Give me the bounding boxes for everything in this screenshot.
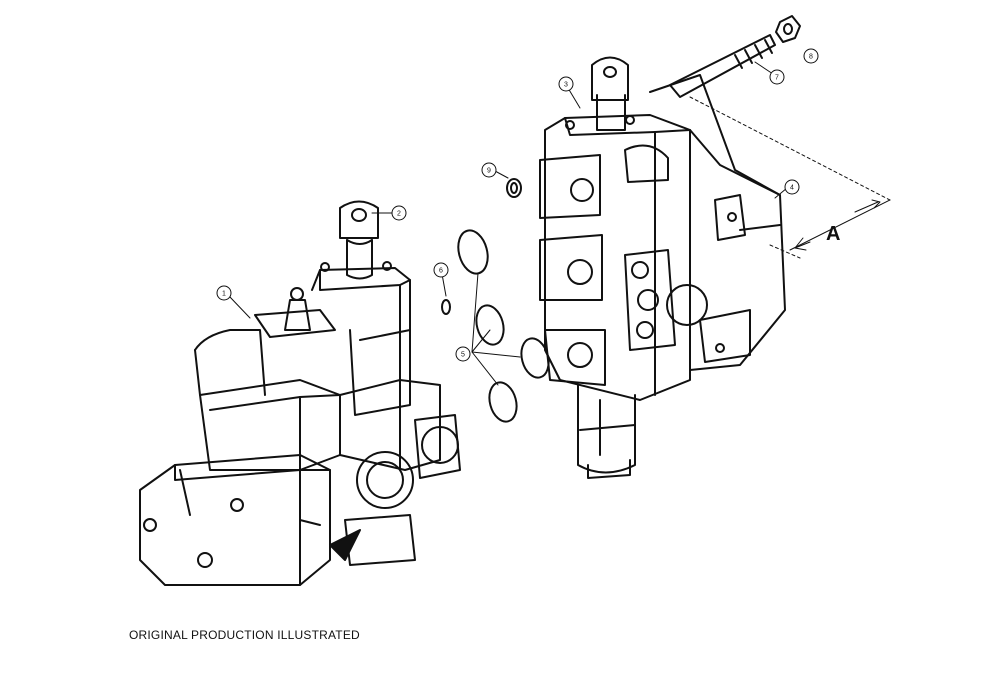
dimension-label-a: A xyxy=(826,223,840,245)
callout-3: 3 xyxy=(558,76,574,92)
callout-9: 9 xyxy=(481,162,497,178)
pump-body xyxy=(139,287,461,586)
callout-4: 4 xyxy=(784,179,800,195)
illustration-caption: ORIGINAL PRODUCTION ILLUSTRATED xyxy=(129,628,360,642)
callout-label: 1 xyxy=(222,291,226,298)
callout-7: 7 xyxy=(769,69,785,85)
small-seal-6 xyxy=(441,299,451,315)
tie-rod-assembly xyxy=(669,15,801,98)
hex-nut xyxy=(775,15,801,43)
dimension-lines xyxy=(689,96,891,259)
callout-label: 8 xyxy=(809,54,813,61)
callout-label: 6 xyxy=(439,268,443,275)
callout-label: 2 xyxy=(397,211,401,218)
callout-label: 7 xyxy=(775,75,779,82)
callout-leaders xyxy=(228,61,788,386)
callout-8: 8 xyxy=(803,48,819,64)
washer-9 xyxy=(506,178,522,198)
valve-section-left xyxy=(311,200,411,416)
callout-2: 2 xyxy=(391,205,407,221)
callout-label: 3 xyxy=(564,82,568,89)
callout-label: 5 xyxy=(461,352,465,359)
callout-1: 1 xyxy=(216,285,232,301)
callout-label: 9 xyxy=(487,168,491,175)
callout-6: 6 xyxy=(433,262,449,278)
callout-5: 5 xyxy=(455,346,471,362)
callout-label: 4 xyxy=(790,185,794,192)
o-ring-group xyxy=(441,178,550,423)
valve-section-right xyxy=(539,56,786,479)
